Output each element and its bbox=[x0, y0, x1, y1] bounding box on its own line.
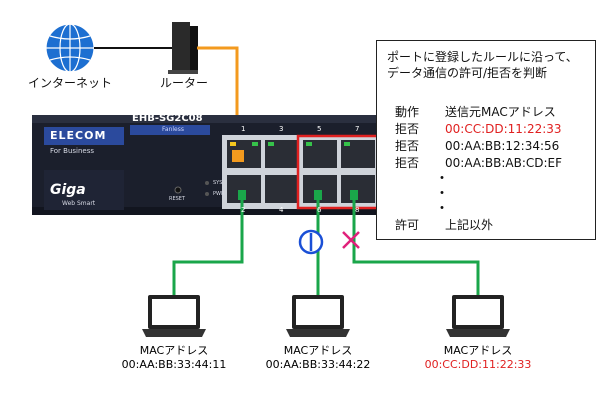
switch-pwr-label: PWR bbox=[213, 191, 225, 197]
switch-fanless: Fanless bbox=[162, 126, 184, 133]
router-label: ルーター bbox=[159, 76, 209, 90]
switch-sys-label: SYS bbox=[213, 180, 223, 186]
rule-mac: 上記以外 bbox=[445, 218, 494, 232]
rule-row: 拒否 00:AA:BB:AB:CD:EF bbox=[395, 154, 562, 171]
switch-reset-label: RESET bbox=[169, 196, 186, 202]
port-number: 8 bbox=[355, 206, 360, 214]
client-mac-value: 00:AA:BB:33:44:22 bbox=[265, 358, 371, 371]
ellipsis-dot: ・ bbox=[435, 186, 449, 202]
rule-info-box: ポートに登録したルールに沿って、 データ通信の許可/拒否を判断 動作 送信元MAC… bbox=[376, 40, 596, 240]
laptop-icon bbox=[142, 295, 206, 337]
port-number: 3 bbox=[279, 125, 284, 133]
rule-row: 拒否 00:CC:DD:11:22:33 bbox=[395, 120, 562, 137]
reset-button-icon bbox=[174, 186, 182, 194]
ellipsis-dot: ・ bbox=[435, 171, 449, 187]
switch-giga: Giga bbox=[50, 182, 86, 198]
deny-icon bbox=[342, 231, 360, 249]
client-mac-value: 00:CC:DD:11:22:33 bbox=[424, 358, 532, 371]
client-mac-title: MACアドレス bbox=[443, 344, 513, 357]
rule-row: 拒否 00:AA:BB:12:34:56 bbox=[395, 137, 559, 154]
laptop-icon bbox=[286, 295, 350, 337]
rule-action: 拒否 bbox=[395, 156, 420, 170]
client-mac-label: MACアドレス 00:AA:BB:33:44:22 bbox=[238, 344, 398, 372]
client-mac-title: MACアドレス bbox=[139, 344, 209, 357]
header-mac: 送信元MACアドレス bbox=[445, 105, 556, 119]
switch-for-business: For Business bbox=[50, 147, 95, 155]
header-action: 動作 bbox=[395, 105, 420, 119]
ellipsis-dot: ・ bbox=[435, 201, 449, 217]
client-mac-value: 00:AA:BB:33:44:11 bbox=[121, 358, 227, 371]
rule-action: 許可 bbox=[395, 218, 420, 232]
rule-mac: 00:AA:BB:12:34:56 bbox=[445, 139, 560, 153]
rule-mac: 00:AA:BB:AB:CD:EF bbox=[445, 156, 563, 170]
port-number: 2 bbox=[241, 206, 246, 214]
laptop-icon bbox=[446, 295, 510, 337]
switch-web-smart: Web Smart bbox=[62, 200, 96, 207]
rule-action: 拒否 bbox=[395, 122, 420, 136]
rule-action: 拒否 bbox=[395, 139, 420, 153]
rule-table-header: 動作 送信元MACアドレス bbox=[395, 103, 556, 120]
internet-globe-icon bbox=[45, 23, 95, 73]
internet-label: インターネット bbox=[27, 76, 113, 90]
port-number: 4 bbox=[279, 206, 284, 214]
client-mac-label: MACアドレス 00:CC:DD:11:22:33 bbox=[398, 344, 558, 372]
port-4 bbox=[265, 175, 299, 203]
rule-row-default: 許可 上記以外 bbox=[395, 216, 493, 233]
port-number: 5 bbox=[317, 125, 322, 133]
client-mac-title: MACアドレス bbox=[283, 344, 353, 357]
client1-cable bbox=[172, 195, 244, 295]
client-mac-label: MACアドレス 00:AA:BB:33:44:11 bbox=[94, 344, 254, 372]
rule-mac: 00:CC:DD:11:22:33 bbox=[445, 122, 562, 136]
allow-icon bbox=[298, 229, 324, 255]
client3-cable bbox=[352, 195, 480, 295]
switch-ports bbox=[222, 135, 384, 209]
rule-description-line1: ポートに登録したルールに沿って、 bbox=[387, 50, 578, 64]
switch-brand: ELECOM bbox=[50, 129, 107, 142]
port-number: 6 bbox=[317, 206, 322, 214]
rule-description-line2: データ通信の許可/拒否を判断 bbox=[387, 66, 548, 80]
port-number: 7 bbox=[355, 125, 360, 133]
router-icon bbox=[168, 22, 198, 74]
port-number: 1 bbox=[241, 125, 246, 133]
switch-model: EHB-SG2C08 bbox=[132, 113, 203, 124]
